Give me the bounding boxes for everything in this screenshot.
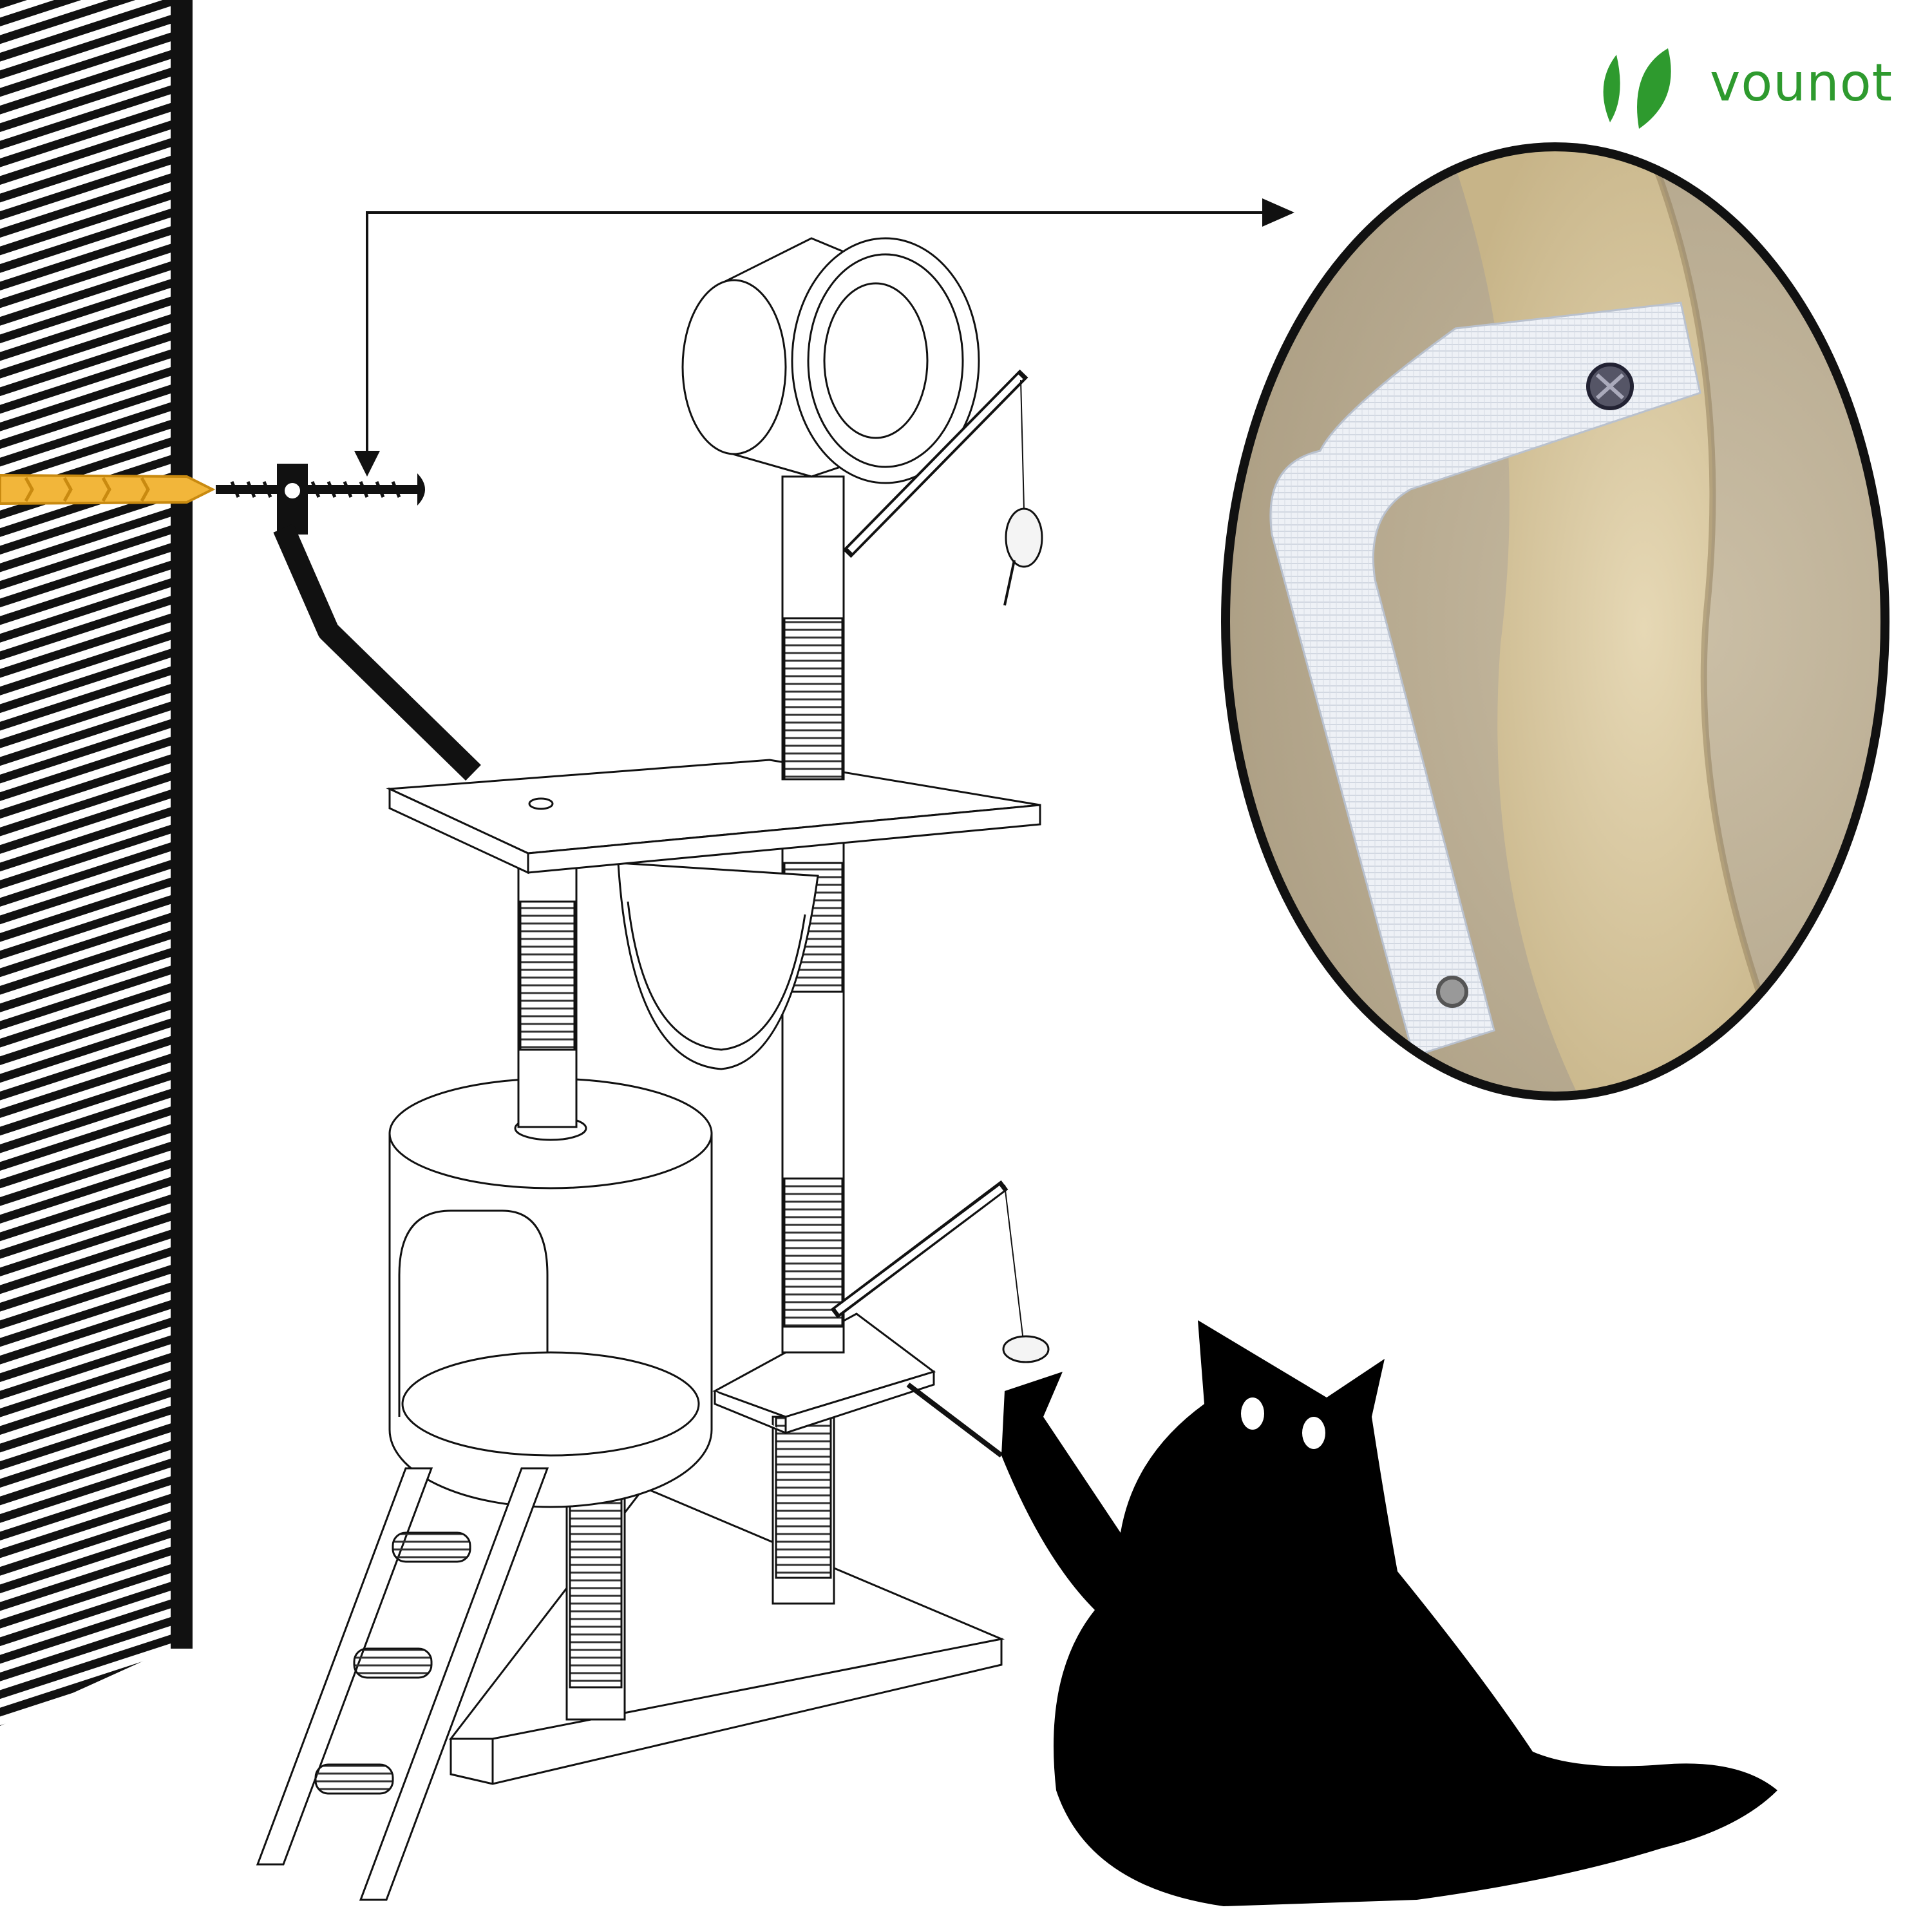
brand-logo: vounot bbox=[1584, 39, 1919, 142]
wall bbox=[0, 0, 193, 1726]
wall-anchor-icon bbox=[0, 473, 216, 506]
brand-name: vounot bbox=[1710, 53, 1893, 113]
zoom-detail bbox=[1221, 142, 1889, 1101]
leaf-logo-icon bbox=[1603, 48, 1671, 129]
wall-bracket bbox=[273, 464, 481, 781]
zoom-arrow bbox=[354, 198, 1294, 477]
cat-silhouette-icon bbox=[1001, 1320, 1777, 1906]
screw-icon bbox=[216, 473, 425, 506]
cat-tree bbox=[256, 237, 1050, 1901]
